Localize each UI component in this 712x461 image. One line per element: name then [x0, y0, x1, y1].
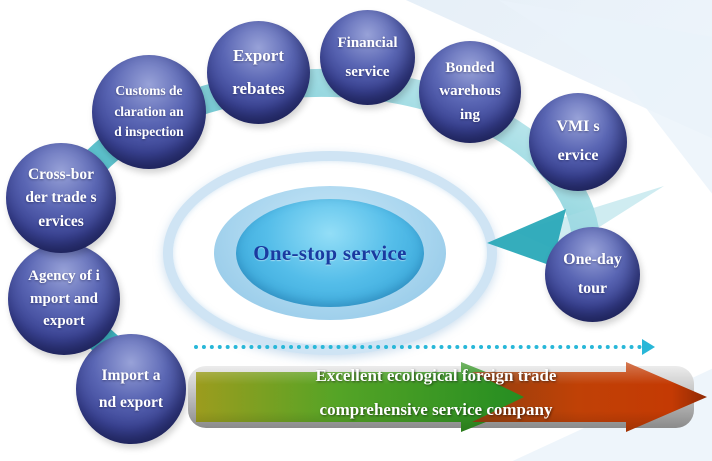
sphere-label-line: mport and [30, 290, 98, 307]
sphere-customs-declaration-and-inspection: Customs de claration an d inspection [92, 55, 206, 169]
sphere-label-line: service [345, 63, 390, 80]
sphere-label-line: Financial [337, 35, 398, 51]
sphere-financial-service: Financial service [320, 10, 415, 105]
banner-text-line2: comprehensive service company [319, 400, 553, 419]
sphere-label-line: Agency of i [28, 268, 100, 285]
sphere-import-and-export: Import a nd export [76, 334, 186, 444]
sphere-label-line: export [43, 313, 85, 330]
sphere-label-line: Cross-bor [27, 166, 95, 184]
sphere-cross-border-trade-services: Cross-bor der trade s ervices [6, 143, 116, 253]
sphere-bonded-warehousing: Bonded warehous ing [419, 41, 521, 143]
sphere-export-rebates: Export rebates [207, 21, 310, 124]
sphere-label-line: Import a [101, 366, 161, 384]
sphere-label-line: warehous [439, 83, 501, 100]
sphere-vmi-service: VMI s ervice [529, 93, 627, 191]
ribbon-arrowhead-shape [487, 209, 566, 266]
sphere-label-line: der trade s [25, 189, 97, 207]
sphere-one-day-tour: One-day tour [545, 227, 640, 322]
sphere-label-line: Bonded [445, 60, 495, 77]
sphere-label-line: ervices [38, 212, 84, 230]
banner-shine [196, 362, 707, 432]
dotted-arrow-line [194, 345, 642, 349]
sphere-label-line: claration an [114, 103, 184, 119]
banner-graphic [188, 362, 707, 432]
sphere-label-line: rebates [232, 78, 285, 98]
sphere-label-line: ing [459, 106, 480, 123]
sphere-agency-of-import-and-export: Agency of i mport and export [8, 243, 120, 355]
sphere-label-line: VMI s [556, 118, 600, 136]
banner: Excellent ecological foreign trade compr… [186, 339, 710, 452]
sphere-label-line: d inspection [114, 124, 184, 140]
banner-text-line1: Excellent ecological foreign trade [315, 366, 557, 385]
dotted-arrowhead-icon [642, 339, 655, 355]
center-ellipse: One-stop service [236, 199, 424, 307]
sphere-label-line: One-day [563, 250, 622, 268]
sphere-label-line: tour [577, 279, 608, 297]
center-label: One-stop service [253, 240, 407, 265]
sphere-label-line: nd export [98, 394, 164, 411]
sphere-label-line: Export [233, 46, 284, 66]
sphere-label-line: Customs de [115, 82, 183, 98]
sphere-label-line: ervice [557, 147, 599, 164]
